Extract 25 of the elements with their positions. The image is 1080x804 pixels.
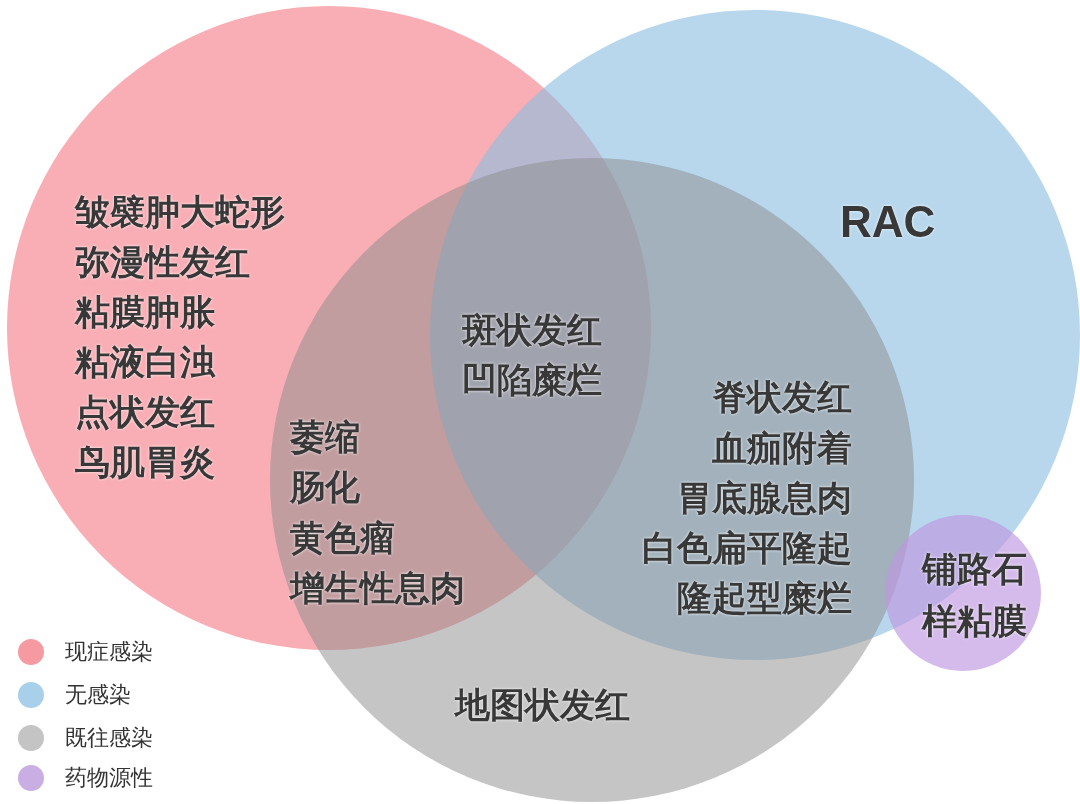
legend-label: 无感染: [65, 684, 131, 706]
region-label: 点状发红: [75, 395, 215, 430]
region-label: 皱襞肿大蛇形: [75, 195, 285, 230]
region-label: 铺路石样粘膜: [920, 548, 1028, 643]
region-label: 鸟肌胃炎: [75, 445, 215, 480]
legend-label: 现症感染: [65, 641, 153, 663]
region-label: 脊状发红: [712, 380, 852, 415]
legend-label: 药物源性: [65, 767, 153, 789]
region-label: 凹陷糜烂: [462, 363, 602, 398]
region-label: 增生性息肉: [290, 571, 465, 606]
region-label: 隆起型糜烂: [677, 581, 852, 616]
region-label: 胃底腺息肉: [677, 481, 852, 516]
region-label: 粘膜肿胀: [75, 295, 215, 330]
region-label: 萎缩: [290, 420, 360, 455]
region-label: 白色扁平隆起: [642, 531, 852, 566]
region-label: 斑状发红: [462, 313, 602, 348]
venn-circle: [885, 515, 1041, 671]
region-label: 地图状发红: [455, 688, 630, 723]
region-label: 血痂附着: [712, 431, 852, 466]
legend-label: 既往感染: [65, 727, 153, 749]
region-label: 肠化: [290, 470, 360, 505]
region-label: 黄色瘤: [290, 521, 395, 556]
region-label: 弥漫性发红: [75, 245, 250, 280]
region-label: 粘液白浊: [75, 345, 215, 380]
region-label: RAC: [840, 200, 936, 244]
